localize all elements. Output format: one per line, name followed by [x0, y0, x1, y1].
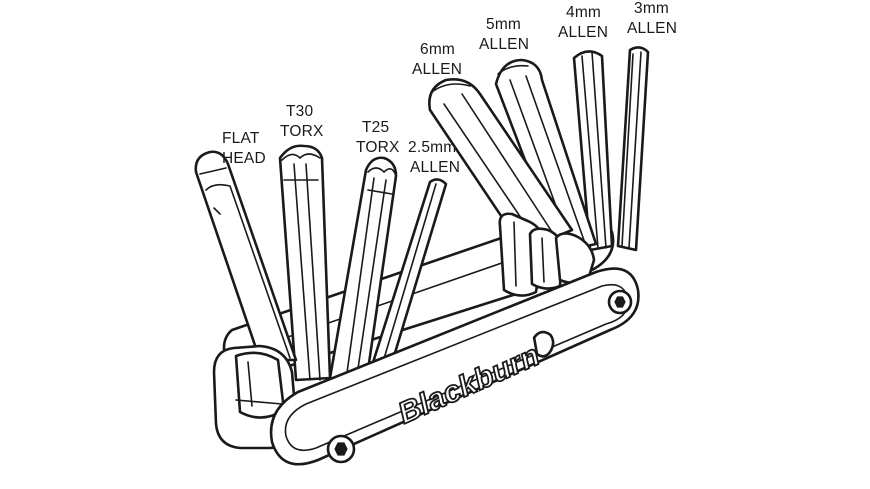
- label-allen-3mm-line2: ALLEN: [627, 20, 677, 37]
- front-side-plate: [269, 267, 640, 466]
- label-t30-torx-line2: TORX: [280, 123, 324, 140]
- allen-6mm-bit: [428, 78, 574, 252]
- allen-3mm-bit: [616, 46, 650, 252]
- label-allen-4mm-line2: ALLEN: [558, 24, 608, 41]
- label-allen-6mm-line1: 6mm: [420, 41, 455, 58]
- label-allen-3mm: 3mm ALLEN: [627, 0, 677, 37]
- label-allen-5mm: 5mm ALLEN: [479, 16, 529, 53]
- allen-2-5mm-bit: [368, 178, 448, 378]
- allen-4mm-bit: [572, 50, 614, 252]
- label-t30-torx: T30 TORX: [280, 103, 324, 140]
- label-flat-head: FLAT HEAD: [222, 130, 266, 167]
- label-allen-6mm-line2: ALLEN: [412, 61, 462, 78]
- label-allen-2-5mm: 2.5mm ALLEN: [408, 139, 460, 176]
- label-t30-torx-line1: T30: [286, 103, 313, 120]
- flat-head-bit: [194, 150, 298, 362]
- label-t25-torx: T25 TORX: [356, 119, 400, 156]
- label-t25-torx-line1: T25: [362, 119, 389, 136]
- label-allen-4mm: 4mm ALLEN: [558, 4, 608, 41]
- brand-logo-mark: [532, 330, 555, 358]
- label-allen-4mm-line1: 4mm: [566, 4, 601, 21]
- label-allen-5mm-line1: 5mm: [486, 16, 521, 33]
- label-allen-6mm: 6mm ALLEN: [412, 41, 462, 78]
- label-t25-torx-line2: TORX: [356, 139, 400, 156]
- label-allen-2-5mm-line2: ALLEN: [410, 159, 460, 176]
- label-allen-3mm-line1: 3mm: [634, 0, 669, 17]
- front-bolt-left: [326, 434, 356, 464]
- label-flat-head-line2: HEAD: [222, 150, 266, 167]
- t30-torx-bit: [278, 144, 332, 382]
- label-flat-head-line1: FLAT: [222, 130, 260, 147]
- front-bolt-right: [607, 289, 633, 315]
- hinge-stack-right: [498, 212, 596, 297]
- label-allen-2-5mm-line1: 2.5mm: [408, 139, 456, 156]
- t25-torx-bit: [328, 156, 398, 386]
- label-allen-5mm-line2: ALLEN: [479, 36, 529, 53]
